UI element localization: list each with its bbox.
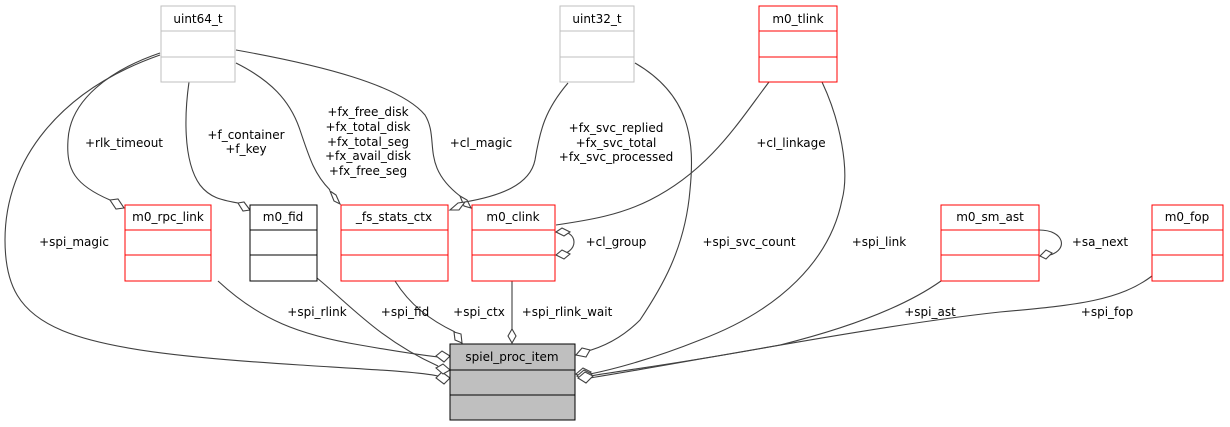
label-sa-next: +sa_next	[1072, 235, 1129, 249]
label-fx-total-seg: +fx_total_seg	[327, 135, 409, 149]
label-fx-avail-disk: +fx_avail_disk	[325, 149, 411, 163]
label-spi-svc-count: +spi_svc_count	[702, 235, 795, 249]
label-fx-svc-replied: +fx_svc_replied	[569, 121, 664, 135]
node-m0-sm-ast[interactable]: m0_sm_ast	[940, 204, 1040, 282]
edge-fx-stats-diamond	[328, 189, 342, 206]
node-uint32-t-title: uint32_t	[572, 12, 622, 26]
edge-labels: +rlk_timeout +f_container +f_key +fx_fre…	[39, 105, 1133, 319]
node-spiel-proc-item[interactable]: spiel_proc_item	[449, 343, 576, 421]
node-m0-sm-ast-title: m0_sm_ast	[956, 210, 1024, 224]
label-cl-magic: +cl_magic	[450, 136, 513, 150]
edge-spi-rlink-wait-diamond	[507, 327, 517, 345]
edge-rlk-timeout-diamond	[109, 198, 125, 210]
edge-spi-fid	[316, 277, 439, 367]
edge-spi-ctx	[394, 280, 456, 333]
label-spi-fop: +spi_fop	[1081, 305, 1133, 319]
node-m0-fid[interactable]: m0_fid	[249, 204, 318, 282]
node-m0-fop-title: m0_fop	[1165, 210, 1210, 224]
label-cl-group: +cl_group	[586, 235, 647, 249]
label-spi-fid: +spi_fid	[381, 305, 429, 319]
edge-spi-svc-count-diamond	[574, 347, 591, 358]
edge-f-container-diamond	[237, 201, 251, 212]
edge-spi-magic	[4, 54, 439, 377]
edge-rlk-timeout	[67, 52, 161, 201]
node-m0-rpc-link[interactable]: m0_rpc_link	[124, 204, 212, 282]
node-m0-clink[interactable]: m0_clink	[471, 204, 556, 282]
edge-spi-magic-diamond	[435, 371, 451, 385]
edge-cl-group-diamond-2	[555, 249, 571, 260]
node-spiel-proc-item-title: spiel_proc_item	[465, 350, 558, 364]
edge-spi-ctx-diamond	[453, 331, 463, 344]
label-fx-free-seg: +fx_free_seg	[329, 164, 407, 178]
node-uint64-t[interactable]: uint64_t	[160, 5, 236, 83]
label-fx-total-disk: +fx_total_disk	[326, 120, 411, 134]
label-cl-linkage: +cl_linkage	[756, 136, 825, 150]
edges	[4, 49, 1153, 385]
edge-fx-stats	[235, 62, 331, 191]
node-uint64-t-title: uint64_t	[173, 12, 223, 26]
edge-spi-fid-diamond	[435, 363, 451, 375]
node-m0-clink-title: m0_clink	[486, 210, 539, 224]
edge-fx-svc	[464, 82, 569, 203]
edge-cl-magic	[235, 49, 461, 197]
edge-spi-fop	[589, 275, 1153, 379]
edge-f-container	[185, 81, 239, 204]
node-uint32-t[interactable]: uint32_t	[559, 5, 635, 83]
edge-spi-svc-count	[583, 62, 693, 353]
label-spi-ast: +spi_ast	[904, 305, 956, 319]
label-spi-rlink-wait: +spi_rlink_wait	[522, 305, 613, 319]
edge-sa-next-diamond	[1039, 249, 1053, 260]
label-f-container: +f_container	[207, 128, 284, 142]
edge-sa-next	[1038, 229, 1062, 256]
node-fs-stats-ctx-title: _fs_stats_ctx	[355, 210, 432, 224]
label-fx-svc-total: +fx_svc_total	[576, 136, 657, 150]
edge-spi-rlink	[217, 280, 439, 358]
edge-spi-link	[589, 81, 846, 375]
node-m0-tlink[interactable]: m0_tlink	[758, 5, 838, 83]
label-rlk-timeout: +rlk_timeout	[85, 136, 163, 150]
edge-fx-svc-diamond	[448, 201, 467, 211]
node-m0-tlink-title: m0_tlink	[772, 12, 823, 26]
edge-spi-rlink-diamond	[435, 350, 451, 363]
node-fs-stats-ctx[interactable]: _fs_stats_ctx	[340, 204, 449, 282]
label-spi-link: +spi_link	[852, 235, 907, 249]
nodes: uint64_t uint32_t m0_tlink m0_rpc_link	[124, 5, 1224, 421]
label-f-key: +f_key	[225, 142, 266, 156]
edge-cl-group-diamond-1	[554, 227, 572, 237]
label-fx-free-disk: +fx_free_disk	[327, 105, 408, 119]
label-spi-ctx: +spi_ctx	[453, 305, 505, 319]
label-spi-magic: +spi_magic	[39, 235, 109, 249]
label-spi-rlink: +spi_rlink	[287, 305, 346, 319]
node-m0-fid-title: m0_fid	[263, 210, 304, 224]
edge-right-diamond-3	[577, 371, 594, 384]
edge-spi-ast	[589, 280, 942, 377]
edge-cl-linkage	[555, 81, 770, 226]
node-m0-fop[interactable]: m0_fop	[1151, 204, 1224, 282]
label-fx-svc-processed: +fx_svc_processed	[559, 150, 673, 164]
node-m0-rpc-link-title: m0_rpc_link	[132, 210, 204, 224]
